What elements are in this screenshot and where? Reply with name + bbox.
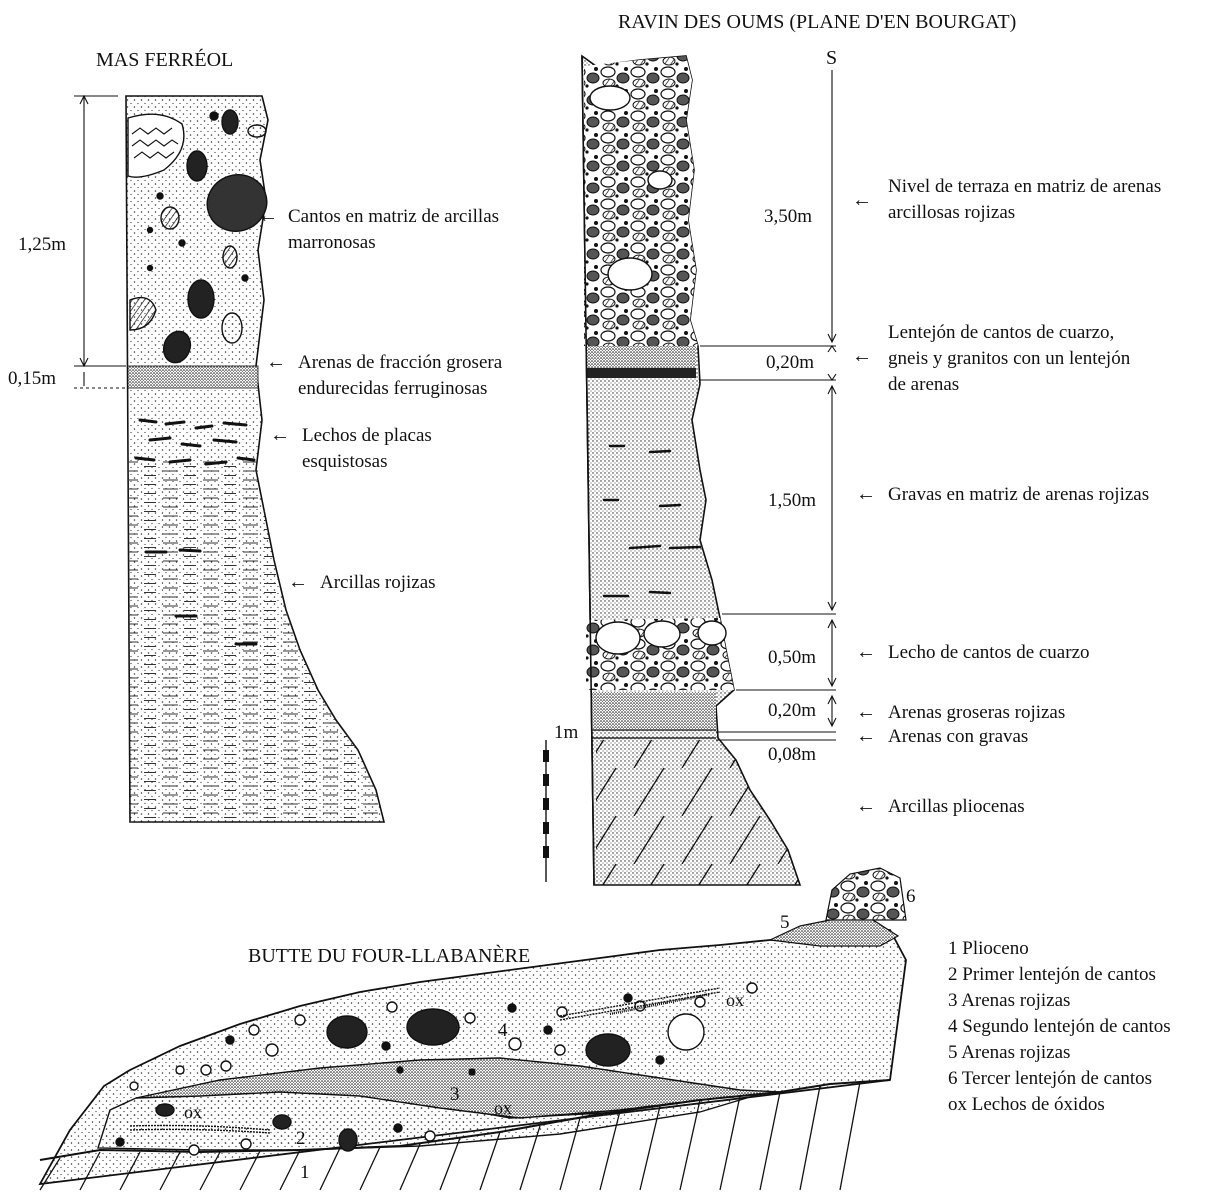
ravin-scale-bar [543, 740, 549, 882]
mf-label-arenas-2: endurecidas ferruginosas [298, 378, 487, 399]
butte-ox-1: ox [184, 1102, 202, 1122]
arrow-glyph: ← [856, 641, 876, 663]
butte-mark-4: 4 [498, 1020, 508, 1041]
ravin-s-marker: S [826, 47, 837, 69]
legend-item: ox Lechos de óxidos [948, 1094, 1105, 1115]
ravin-label-terraza-2: arcillosas rojizas [888, 202, 1015, 223]
legend-item: 3 Arenas rojizas [948, 990, 1070, 1011]
legend-item: 1 Plioceno [948, 938, 1029, 959]
arrow-glyph: ← [856, 701, 876, 723]
ravin-label-lentejon-2: gneis y granitos con un lentejón [888, 348, 1131, 369]
ravin-coarse-sand [592, 692, 716, 730]
ravin-lens-dark-band [586, 368, 696, 378]
mf-label-cantos-1: Cantos en matriz de arcillas [288, 206, 499, 227]
ravin-label-arcillas: Arcillas pliocenas [888, 796, 1025, 817]
mf-label-arenas-1: Arenas de fracción grosera [298, 352, 503, 373]
arrow-glyph: ← [852, 189, 872, 211]
butte-section: BUTTE DU FOUR-LLABANÈRE [40, 868, 1171, 1190]
arrow-glyph: ← [258, 205, 278, 227]
legend-item: 5 Arenas rojizas [948, 1042, 1070, 1063]
mas-ferreol-clay [128, 460, 384, 822]
butte-mark-6: 6 [906, 886, 916, 907]
ravin-dim-4: 0,50m [768, 647, 816, 668]
ravin-dim-6: 0,08m [768, 744, 816, 765]
arrow-glyph: ← [856, 483, 876, 505]
legend-item: 2 Primer lentejón de cantos [948, 964, 1156, 985]
ravin-label-arenas-groseras: Arenas groseras rojizas [888, 702, 1065, 723]
ravin-scale-label: 1m [554, 722, 579, 743]
butte-ox-2: ox [494, 1098, 512, 1118]
butte-unit-6 [826, 868, 906, 920]
ravin-dim-5: 0,20m [768, 700, 816, 721]
butte-mark-1: 1 [300, 1162, 310, 1183]
mas-ferreol-dim-1: 1,25m [18, 234, 66, 255]
mas-ferreol-title: MAS FERRÉOL [96, 48, 233, 71]
arrow-glyph: ← [852, 345, 872, 367]
butte-legend: 1 Plioceno 2 Primer lentejón de cantos 3… [948, 938, 1171, 1115]
ravin-dim-2: 0,20m [766, 352, 814, 373]
ravin-label-lentejon-3: de arenas [888, 374, 959, 395]
mas-ferreol-dimensions [74, 96, 126, 388]
arrow-glyph: ← [270, 424, 290, 446]
ravin-label-lecho: Lecho de cantos de cuarzo [888, 642, 1090, 663]
butte-ox-3: ox [726, 990, 744, 1010]
arrow-glyph: ← [266, 351, 286, 373]
butte-mark-3: 3 [450, 1084, 460, 1105]
mas-ferreol-dim-2: 0,15m [8, 368, 56, 389]
ravin-label-lentejon-1: Lentejón de cantos de cuarzo, [888, 322, 1114, 343]
arrow-glyph: ← [288, 571, 308, 593]
ravin-label-arenas-gravas: Arenas con gravas [888, 726, 1028, 747]
ravin-section: RAVIN DES OUMS (PLANE D'EN BOURGAT) [543, 11, 1161, 885]
mf-label-arcillas: Arcillas rojizas [320, 572, 436, 593]
legend-item: 4 Segundo lentejón de cantos [948, 1016, 1171, 1037]
mf-label-cantos-2: marronosas [288, 232, 376, 253]
butte-mark-2: 2 [296, 1128, 306, 1149]
mf-label-lechos-2: esquistosas [302, 451, 388, 472]
butte-mark-5: 5 [780, 912, 790, 933]
mf-label-lechos-1: Lechos de placas [302, 425, 432, 446]
ravin-dim-1: 3,50m [764, 206, 812, 227]
ravin-label-terraza-1: Nivel de terraza en matriz de arenas [888, 176, 1161, 197]
arrow-glyph: ← [856, 725, 876, 747]
mas-ferreol-sand-band [128, 366, 258, 388]
ravin-label-gravas: Gravas en matriz de arenas rojizas [888, 484, 1149, 505]
legend-item: 6 Tercer lentejón de cantos [948, 1068, 1152, 1089]
ravin-title: RAVIN DES OUMS (PLANE D'EN BOURGAT) [618, 11, 1016, 33]
ravin-dim-3: 1,50m [768, 490, 816, 511]
butte-title: BUTTE DU FOUR-LLABANÈRE [248, 944, 530, 967]
arrow-glyph: ← [856, 795, 876, 817]
mas-ferreol-section: MAS FERRÉOL [8, 48, 503, 822]
